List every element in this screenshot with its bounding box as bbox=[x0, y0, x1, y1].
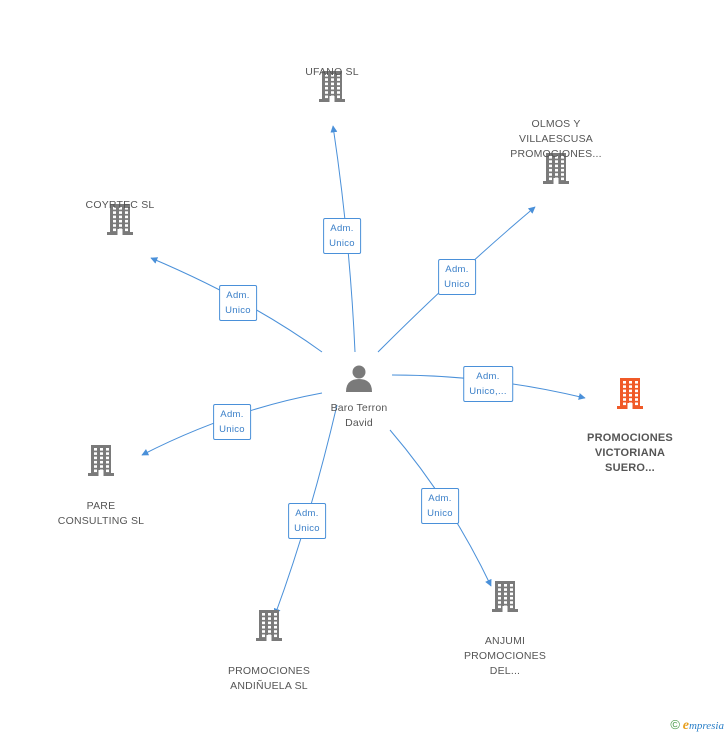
edge-label-ufano[interactable]: Adm.Unico bbox=[323, 218, 361, 254]
building-icon[interactable] bbox=[319, 70, 345, 107]
building-icon[interactable] bbox=[88, 444, 114, 481]
empresia-logo: © empresia bbox=[670, 717, 724, 733]
building-icon[interactable] bbox=[256, 609, 282, 646]
company-label-coyrtec[interactable]: COYRTEC SL bbox=[85, 199, 155, 211]
edge-label-olmos[interactable]: Adm.Unico bbox=[438, 259, 476, 295]
edge-label-coyrtec[interactable]: Adm.Unico bbox=[219, 285, 257, 321]
edge-label-andinuela[interactable]: Adm.Unico bbox=[288, 503, 326, 539]
building-icon[interactable] bbox=[543, 152, 569, 189]
building-icon[interactable] bbox=[492, 580, 518, 617]
person-icon bbox=[346, 365, 372, 392]
edge-label-anjumi[interactable]: Adm.Unico bbox=[421, 488, 459, 524]
edge-label-victoriana[interactable]: Adm.Unico,... bbox=[463, 366, 513, 402]
building-icon[interactable] bbox=[107, 203, 133, 240]
edge-label-pare[interactable]: Adm.Unico bbox=[213, 404, 251, 440]
company-label-ufano[interactable]: UFANO SL bbox=[305, 66, 359, 78]
building-icon[interactable] bbox=[617, 377, 643, 414]
